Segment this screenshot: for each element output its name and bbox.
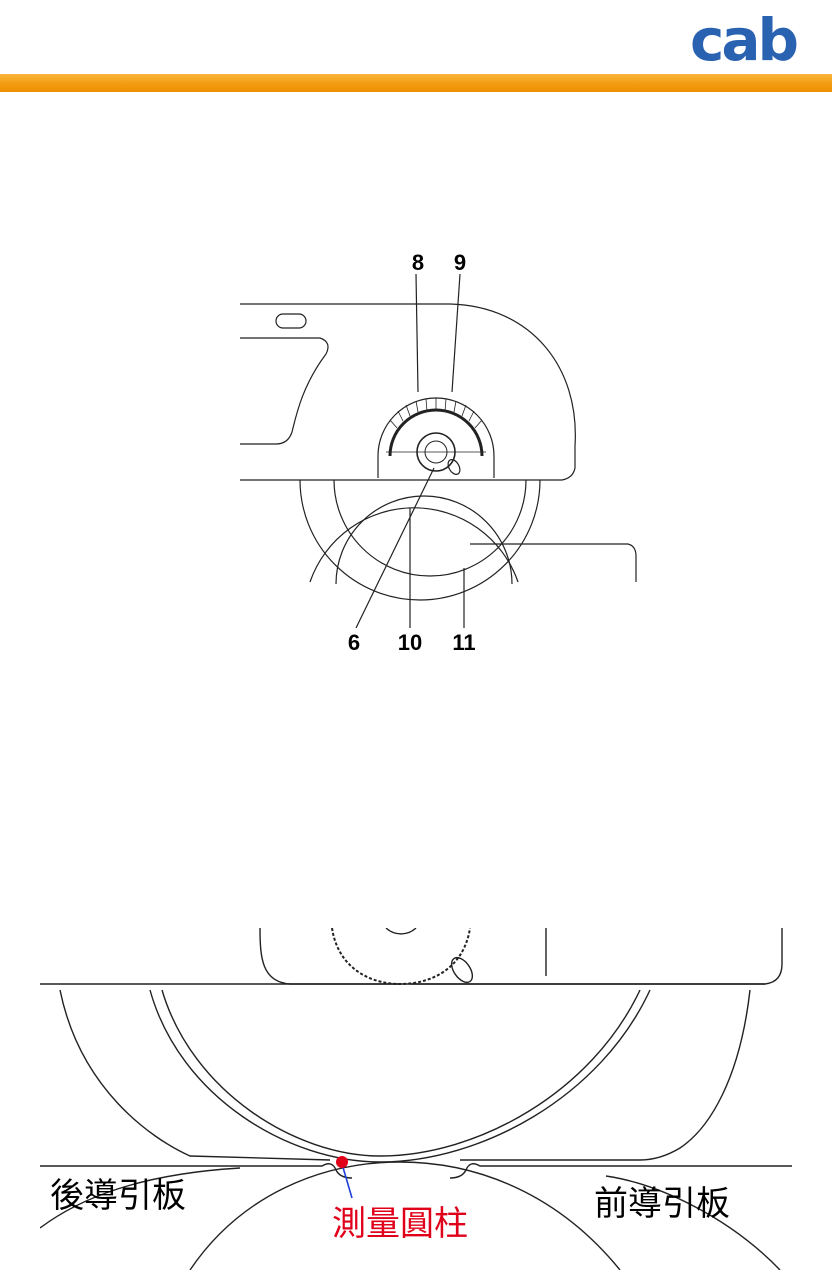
cab-logo: cab: [688, 6, 828, 68]
svg-text:cab: cab: [690, 6, 797, 68]
callout-6: 6: [348, 630, 360, 655]
label-front-guide: 前導引板: [594, 1176, 730, 1225]
callout-9: 9: [454, 250, 466, 275]
callout-8: 8: [412, 250, 424, 275]
printhead-roller-diagram: 8 9 6 10 11: [240, 246, 640, 656]
callout-10: 10: [398, 630, 422, 655]
label-measuring-cylinder: 測量圓柱: [332, 1196, 468, 1245]
measuring-cylinder-dot: [336, 1156, 348, 1168]
callout-11: 11: [452, 630, 475, 655]
label-rear-guide: 後導引板: [50, 1168, 186, 1217]
header-accent-band: [0, 74, 832, 92]
